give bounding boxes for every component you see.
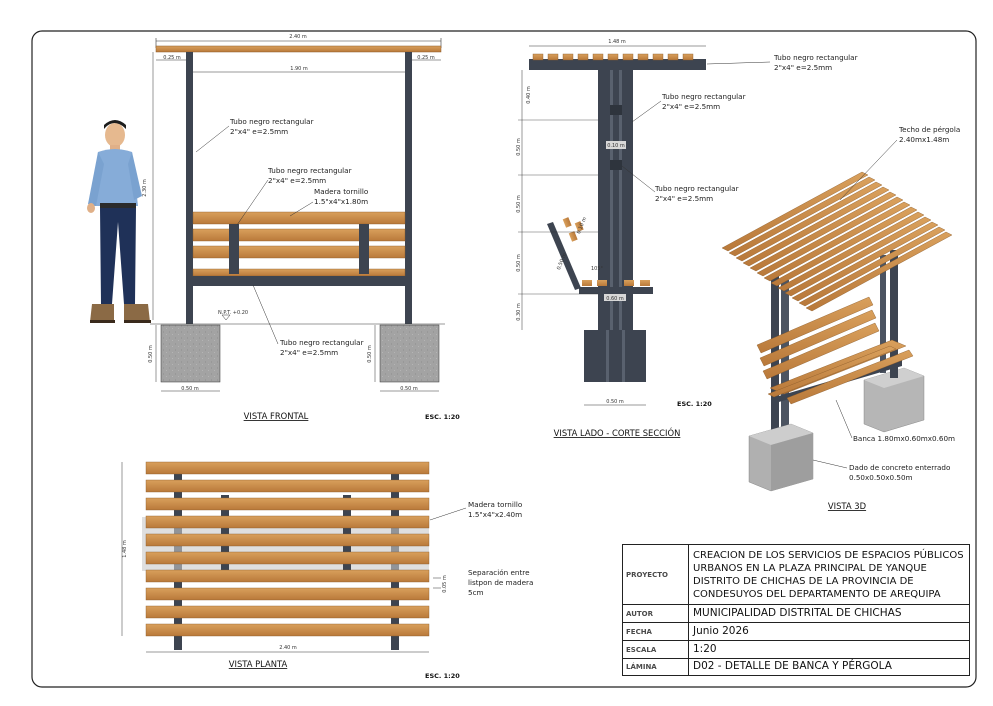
front-view: 2.40 m 0.25 m 0.25 m 1.90 m 2.30 m N.P.T… — [142, 34, 460, 421]
note-side-tube-low-2: 2"x4" e=2.5mm — [655, 194, 713, 203]
front-post-right — [405, 52, 412, 324]
title-block: PROYECTO CREACION DE LOS SERVICIOS DE ES… — [622, 544, 970, 676]
note-tube-upper-1: Tubo negro rectangular — [229, 117, 314, 126]
dim-side-d2: 0.10 m — [607, 143, 625, 149]
side-roof-beam — [529, 59, 706, 70]
note-plan-wood-2: 1.5"x4"x2.40m — [468, 510, 522, 519]
title-value-date: Junio 2026 — [693, 624, 749, 637]
note-tube-lower-1: Tubo negro rectangular — [279, 338, 364, 347]
title-label-date: FECHA — [623, 623, 689, 640]
title-row-project: PROYECTO CREACION DE LOS SERVICIOS DE ES… — [623, 545, 969, 605]
front-post-left — [186, 52, 193, 324]
dim-height: 2.30 m — [142, 179, 148, 197]
side-view: 1.48 m 105° 0.60 m 0.50 m 0.10 m — [516, 39, 858, 438]
dim-side-d3: 0.50 m — [516, 138, 522, 156]
note-side-tube-top-1: Tubo negro rectangular — [773, 53, 858, 62]
dim-plan-depth: 1.48 m — [122, 540, 128, 558]
note-wood-1: Madera tornillo — [314, 187, 368, 196]
plan-view-title: VISTA PLANTA — [229, 659, 288, 669]
dim-plan-gap: 0.05 m — [442, 575, 448, 593]
front-base-right — [379, 324, 440, 383]
title-label-sheet: LÁMINA — [623, 659, 689, 675]
note-tube-mid-2: 2"x4" e=2.5mm — [268, 176, 326, 185]
note-side-tube-top-2: 2"x4" e=2.5mm — [774, 63, 832, 72]
note-iso-bench: Banca 1.80mx0.60mx0.60m — [853, 434, 955, 443]
note-iso-roof-1: Techo de pérgola — [898, 125, 960, 134]
sheet-border — [31, 30, 977, 688]
dim-overhang-left: 0.25 m — [163, 55, 181, 61]
note-side-tube-mid-2: 2"x4" e=2.5mm — [662, 102, 720, 111]
dim-side-base: 0.50 m — [606, 399, 624, 405]
note-iso-base-2: 0.50x0.50x0.50m — [849, 473, 913, 482]
dim-side-d5: 0.50 m — [516, 254, 522, 272]
dim-plan-width: 2.40 m — [279, 645, 297, 651]
note-tube-upper-2: 2"x4" e=2.5mm — [230, 127, 288, 136]
title-label-scale: ESCALA — [623, 641, 689, 658]
note-wood-2: 1.5"x4"x1.80m — [314, 197, 368, 206]
title-value-author: MUNICIPALIDAD DISTRITAL DE CHICHAS — [693, 606, 902, 619]
title-value-project: CREACION DE LOS SERVICIOS DE ESPACIOS PÚ… — [693, 549, 964, 600]
title-value-sheet: D02 - DETALLE DE BANCA Y PÉRGOLA — [693, 660, 892, 673]
note-tube-lower-2: 2"x4" e=2.5mm — [280, 348, 338, 357]
dim-total-width: 2.40 m — [289, 34, 307, 40]
title-label-author: AUTOR — [623, 605, 689, 622]
front-view-scale: ESC. 1:20 — [425, 413, 460, 421]
title-row-scale: ESCALA 1:20 — [623, 641, 969, 659]
plan-view: 1.48 m 2.40 m 0.05 m Madera tornillo 1.5… — [121, 461, 533, 680]
iso-view: Techo de pérgola 2.40mx1.48m Banca 1.80m… — [721, 125, 960, 511]
note-iso-roof-2: 2.40mx1.48m — [899, 135, 949, 144]
dim-base-h-left: 0.50 m — [148, 345, 154, 363]
note-side-tube-low-1: Tubo negro rectangular — [654, 184, 739, 193]
dim-seat: 0.60 m — [606, 296, 624, 302]
title-row-sheet: LÁMINA D02 - DETALLE DE BANCA Y PÉRGOLA — [623, 659, 969, 675]
note-plan-sep-1: Separación entre — [468, 568, 530, 577]
dim-side-d1: 0.40 m — [526, 86, 532, 104]
dim-base-h-right: 0.50 m — [367, 345, 373, 363]
front-bench-beam — [193, 276, 405, 286]
front-base-left — [160, 324, 221, 383]
note-plan-sep-3: 5cm — [468, 588, 484, 597]
plan-view-scale: ESC. 1:20 — [425, 672, 460, 680]
front-view-title: VISTA FRONTAL — [244, 411, 309, 421]
title-row-date: FECHA Junio 2026 — [623, 623, 969, 641]
title-value-scale: 1:20 — [693, 642, 717, 655]
note-plan-wood-1: Madera tornillo — [468, 500, 522, 509]
side-view-title: VISTA LADO - CORTE SECCIÓN — [554, 427, 681, 438]
npt-level: N.P.T. +0.20 — [218, 310, 248, 316]
dim-angle: 105° — [591, 266, 604, 272]
dim-overhang-right: 0.25 m — [417, 55, 435, 61]
human-scale-figure — [87, 120, 151, 323]
note-tube-mid-1: Tubo negro rectangular — [267, 166, 352, 175]
dim-base-left: 0.50 m — [181, 386, 199, 392]
note-plan-sep-2: listpon de madera — [468, 578, 533, 587]
side-base — [584, 330, 646, 382]
front-roof — [155, 45, 442, 53]
dim-base-right: 0.50 m — [400, 386, 418, 392]
title-label-project: PROYECTO — [623, 545, 689, 604]
title-row-author: AUTOR MUNICIPALIDAD DISTRITAL DE CHICHAS — [623, 605, 969, 623]
note-side-tube-mid-1: Tubo negro rectangular — [661, 92, 746, 101]
iso-view-title: VISTA 3D — [828, 501, 866, 511]
dim-side-d4: 0.50 m — [516, 195, 522, 213]
side-view-scale: ESC. 1:20 — [677, 400, 712, 408]
dim-inner-width: 1.90 m — [290, 66, 308, 72]
dim-roof-width: 1.48 m — [608, 39, 626, 45]
dim-side-d6: 0.30 m — [516, 303, 522, 321]
note-iso-base-1: Dado de concreto enterrado — [849, 463, 950, 472]
